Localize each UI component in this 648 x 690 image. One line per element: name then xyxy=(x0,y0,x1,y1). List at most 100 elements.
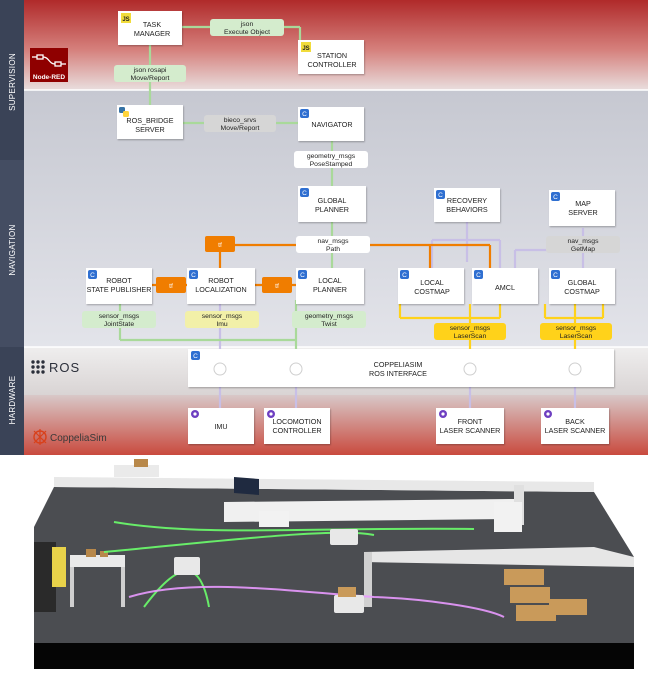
global-costmap-node[interactable]: C GLOBAL COSTMAP xyxy=(549,268,615,304)
node-line-1: STATION xyxy=(317,51,347,60)
coppeliasim-ros-interface-node[interactable]: C COPPELIASIM ROS INTERFACE xyxy=(188,349,614,387)
local-costmap-node[interactable]: C LOCAL COSTMAP xyxy=(398,268,464,304)
tf-badge-left: tf xyxy=(156,277,186,293)
node-line-2: MANAGER xyxy=(134,29,170,38)
svg-text:C: C xyxy=(438,192,443,199)
msg-line-1: geometry_msgs xyxy=(307,153,356,160)
node-line-1: BACK xyxy=(565,417,585,426)
msg-line-2: GetMap xyxy=(571,246,595,253)
svg-text:C: C xyxy=(553,272,558,279)
node-line-1: RECOVERY xyxy=(447,196,487,205)
msg-line-2: Path xyxy=(326,246,340,253)
msg-line-2: LaserScan xyxy=(454,333,487,340)
cpp-icon: C xyxy=(551,192,560,201)
msg-line-1: bieco_srvs xyxy=(224,117,257,124)
msg-nav-path: nav_msgs Path xyxy=(296,236,370,253)
coppeliasim-icon xyxy=(544,410,552,418)
nodered-logo: Node-RED xyxy=(30,48,68,82)
node-line-1: COPPELIASIM xyxy=(374,360,423,369)
msg-line-2: JointState xyxy=(104,321,134,328)
node-line-2: LASER SCANNER xyxy=(440,426,501,435)
coppeliasim-logo-text: CoppeliaSim xyxy=(50,433,107,444)
node-line-1: AMCL xyxy=(495,283,515,292)
scene-station xyxy=(494,502,522,532)
scene-shelf xyxy=(34,542,56,612)
cpp-icon: C xyxy=(474,270,483,279)
node-line-1: ROBOT xyxy=(208,276,234,285)
msg-twist: geometry_msgs Twist xyxy=(292,311,366,328)
node-line-2: COSTMAP xyxy=(564,287,600,296)
node-line-2: BEHAVIORS xyxy=(446,205,488,214)
msg-line-2: LaserScan xyxy=(560,333,593,340)
msg-line-1: sensor_msgs xyxy=(556,325,597,332)
msg-laser-left: sensor_msgs LaserScan xyxy=(434,323,506,340)
msg-json-execute: json Execute Object xyxy=(210,19,284,36)
back-laser-scanner-node[interactable]: BACK LASER SCANNER xyxy=(541,408,609,444)
scene-floor xyxy=(34,487,634,643)
nodered-logo-text: Node-RED xyxy=(33,74,65,81)
msg-line-1: sensor_msgs xyxy=(450,325,491,332)
node-line-2: STATE PUBLISHER xyxy=(87,285,152,294)
node-line-2: PLANNER xyxy=(315,205,349,214)
scene-station xyxy=(259,511,289,527)
scene-robot xyxy=(174,557,200,575)
node-line-2: ROS INTERFACE xyxy=(369,369,427,378)
node-line-1: ROS_BRIDGE xyxy=(126,116,173,125)
coppeliasim-icon xyxy=(267,410,275,418)
scene-pallets xyxy=(504,569,587,621)
msg-laser-right: sensor_msgs LaserScan xyxy=(540,323,612,340)
ros-logo: ROS xyxy=(31,360,79,375)
svg-text:C: C xyxy=(402,272,407,279)
node-line-2: PLANNER xyxy=(313,285,347,294)
svg-text:C: C xyxy=(191,272,196,279)
scene-path-green xyxy=(113,521,475,532)
coppeliasim-logo: CoppeliaSim xyxy=(33,429,107,445)
msg-pose-stamped: geometry_msgs PoseStamped xyxy=(294,151,368,168)
svg-text:C: C xyxy=(302,111,307,118)
msg-line-1: json rosapi xyxy=(133,67,167,74)
station-controller-node[interactable]: JS STATION CONTROLLER xyxy=(298,40,364,74)
tf-badge-top: tf xyxy=(205,236,235,252)
tf-badge-right: tf xyxy=(262,277,292,293)
scene-bottom-strip xyxy=(34,643,634,669)
node-line-1: NAVIGATOR xyxy=(311,120,352,129)
global-planner-node[interactable]: C GLOBAL PLANNER xyxy=(298,186,366,222)
node-line-2: LASER SCANNER xyxy=(545,426,606,435)
scene-table xyxy=(70,555,125,567)
cpp-icon: C xyxy=(300,109,309,118)
node-line-2: LOCALIZATION xyxy=(195,285,246,294)
task-manager-node[interactable]: JS TASK MANAGER xyxy=(118,11,182,45)
node-line-1: LOCAL xyxy=(420,278,444,287)
robot-state-publisher-node[interactable]: C ROBOT STATE PUBLISHER xyxy=(86,268,152,304)
hardware-label: HARDWARE xyxy=(8,376,17,425)
msg-line-1: sensor_msgs xyxy=(99,313,140,320)
msg-line-2: Execute Object xyxy=(224,29,270,36)
node-line-2: COSTMAP xyxy=(414,287,450,296)
svg-text:C: C xyxy=(476,272,481,279)
cpp-icon: C xyxy=(436,190,445,199)
msg-line-1: geometry_msgs xyxy=(305,313,354,320)
msg-line-2: PoseStamped xyxy=(310,161,353,168)
recovery-behaviors-node[interactable]: C RECOVERY BEHAVIORS xyxy=(434,188,500,222)
svg-text:C: C xyxy=(193,353,198,360)
coppeliasim-icon xyxy=(439,410,447,418)
msg-line-1: sensor_msgs xyxy=(202,313,243,320)
navigator-node[interactable]: C NAVIGATOR xyxy=(298,107,364,141)
imu-node[interactable]: IMU xyxy=(188,408,254,444)
node-line-1: GLOBAL xyxy=(568,278,597,287)
svg-text:C: C xyxy=(300,272,305,279)
svg-text:C: C xyxy=(302,190,307,197)
node-line-1: TASK xyxy=(143,20,161,29)
local-planner-node[interactable]: C LOCAL PLANNER xyxy=(296,268,364,304)
robot-localization-node[interactable]: C ROBOT LOCALIZATION xyxy=(187,268,255,304)
cpp-icon: C xyxy=(300,188,309,197)
ros-bridge-server-node[interactable]: ROS_BRIDGE SERVER xyxy=(117,105,183,139)
navigation-side-label-bg xyxy=(0,160,24,347)
node-line-1: MAP xyxy=(575,199,591,208)
locomotion-controller-node[interactable]: LOCOMOTION CONTROLLER xyxy=(264,408,330,444)
front-laser-scanner-node[interactable]: FRONT LASER SCANNER xyxy=(436,408,504,444)
scene-wall xyxy=(224,499,514,522)
amcl-node[interactable]: C AMCL xyxy=(472,268,538,304)
js-badge-text: JS xyxy=(302,46,309,52)
map-server-node[interactable]: C MAP SERVER xyxy=(549,190,615,226)
